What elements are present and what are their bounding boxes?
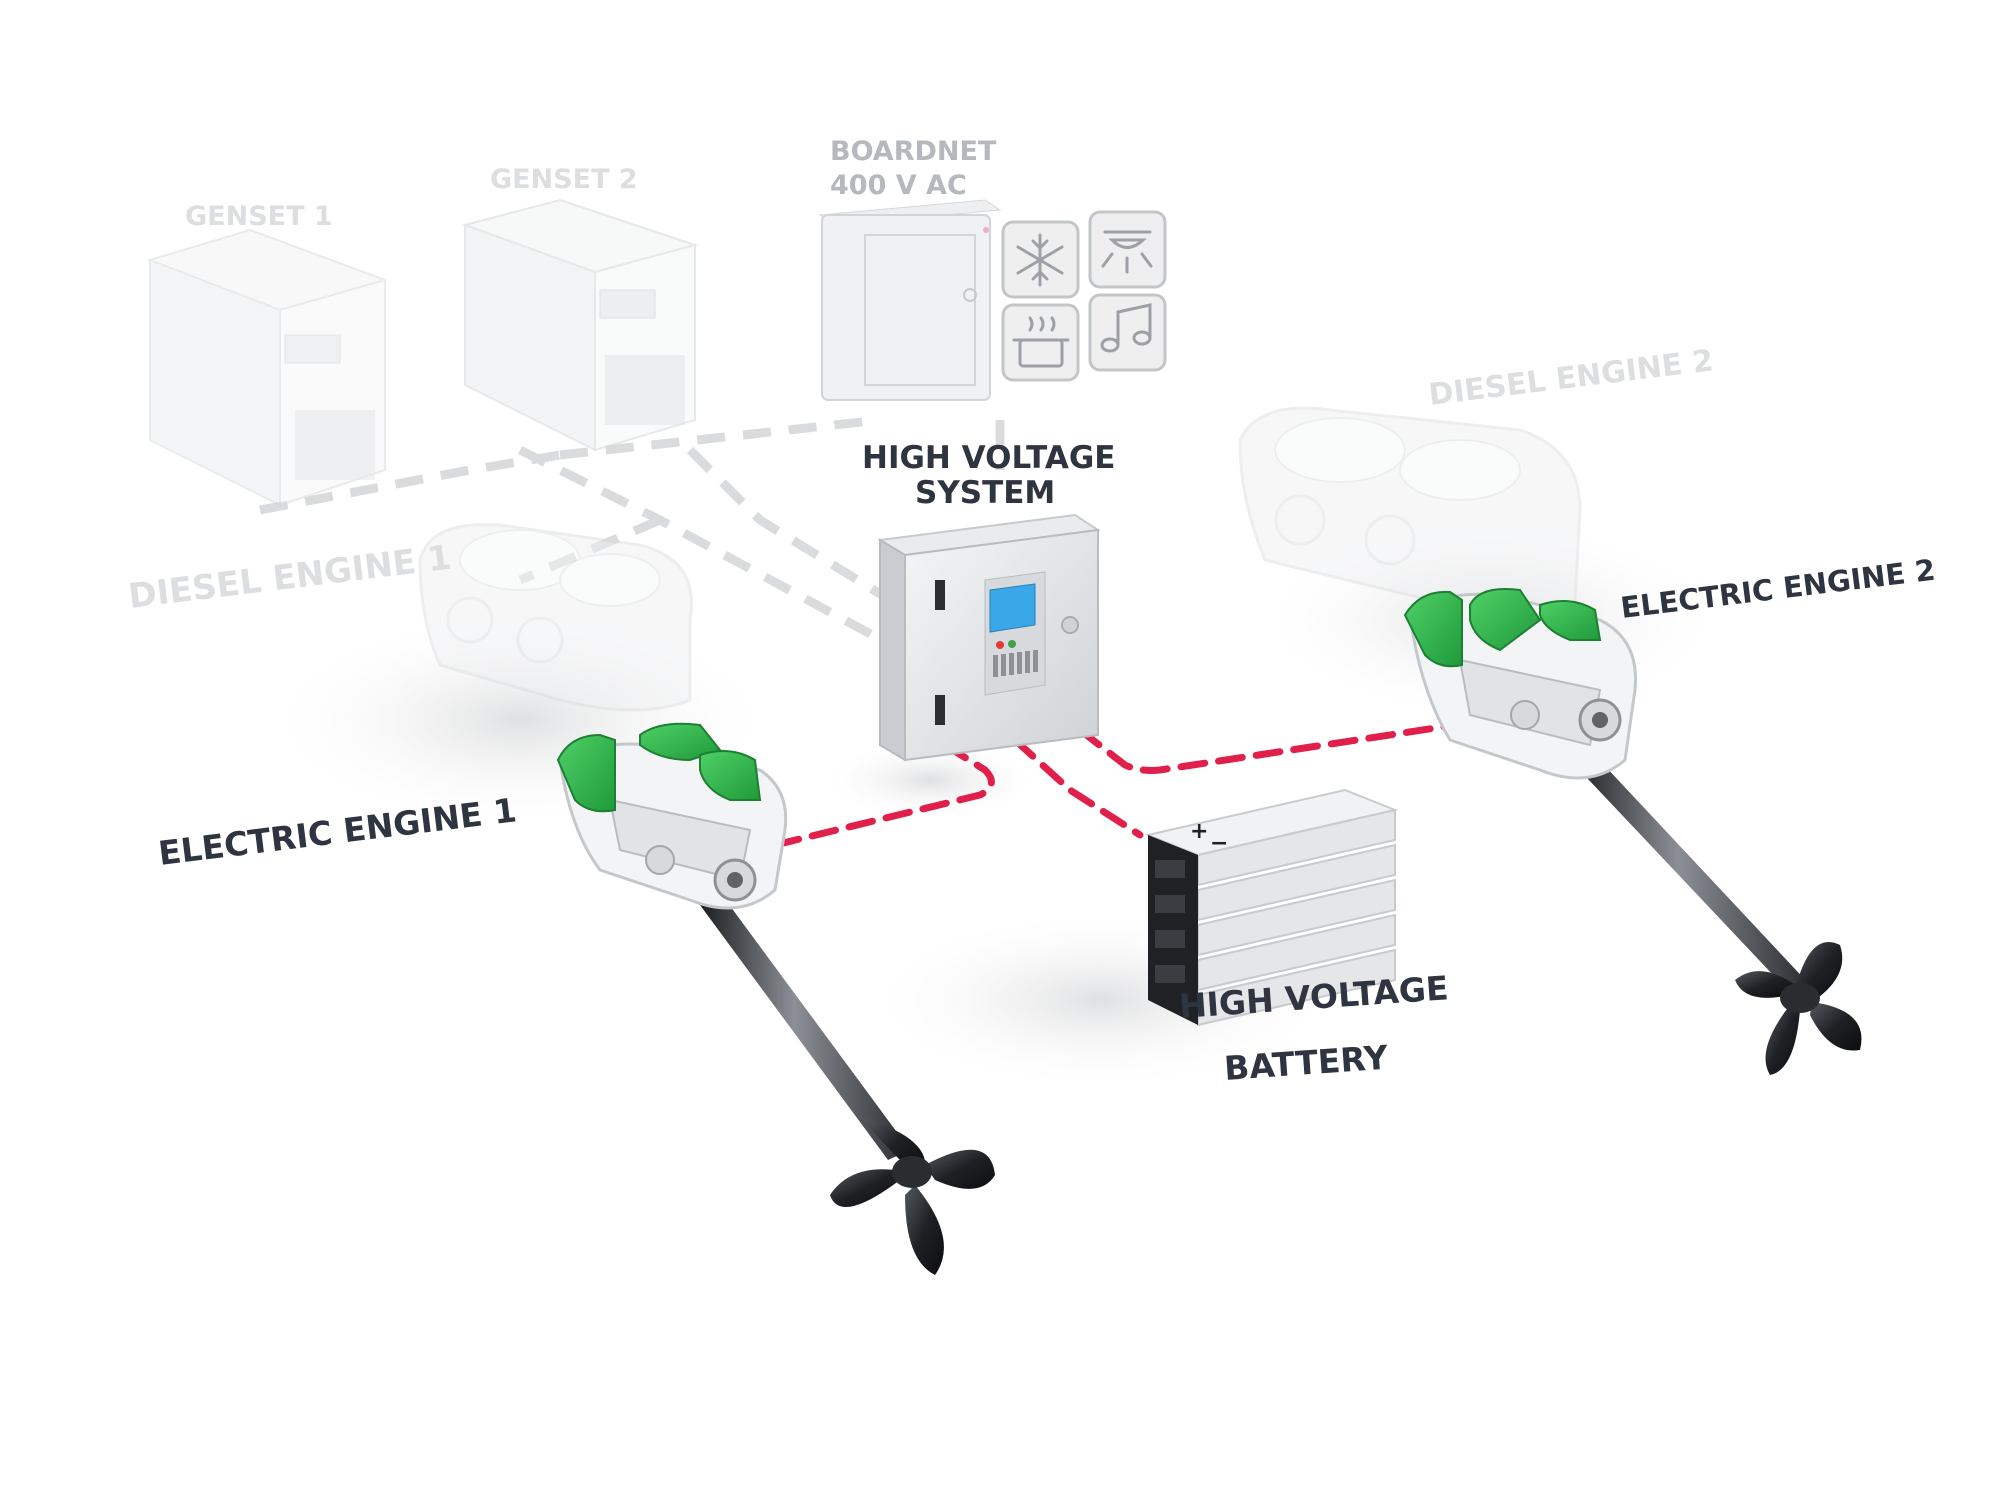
propeller-2 (1735, 942, 1862, 1075)
snowflake-icon (1016, 233, 1064, 287)
electric-engine-1-label: ELECTRIC ENGINE 1 (156, 790, 518, 873)
electric-engine-2 (1403, 588, 1862, 1075)
high-voltage-system-cabinet (877, 513, 1101, 762)
genset-1 (146, 228, 389, 507)
battery-plus-terminal: + (1190, 819, 1208, 844)
genset-2 (461, 198, 699, 452)
hv-cables (771, 718, 1479, 849)
boardnet-label-line1: BOARDNET (830, 136, 997, 167)
electric-engine-1 (556, 722, 995, 1275)
diesel-engine-1-label: DIESEL ENGINE 1 (126, 538, 453, 617)
boardnet-label-line2: 400 V AC (830, 170, 967, 201)
genset-2-label: GENSET 2 (490, 164, 638, 195)
battery-minus-terminal: − (1210, 831, 1228, 856)
diesel-engine-2-label: DIESEL ENGINE 2 (1427, 343, 1716, 413)
music-note-icon (1100, 303, 1152, 353)
high-voltage-battery: + − (1144, 788, 1399, 1027)
genset-1-label: GENSET 1 (185, 201, 333, 232)
diesel-engine-2 (1238, 406, 1582, 618)
hv-system-label-line2: SYSTEM (915, 475, 1055, 511)
battery-stack (1144, 788, 1399, 1027)
propeller-1 (830, 1118, 995, 1275)
ac-wiring (259, 415, 1005, 654)
ceiling-light-icon (1101, 230, 1153, 274)
boardnet-consumer-icons (1001, 210, 1167, 382)
cooking-pot-icon (1012, 316, 1070, 368)
diesel-engine-1 (418, 522, 693, 712)
boardnet-cabinet (818, 199, 1002, 401)
hv-system-label-line1: HIGH VOLTAGE (862, 440, 1115, 476)
